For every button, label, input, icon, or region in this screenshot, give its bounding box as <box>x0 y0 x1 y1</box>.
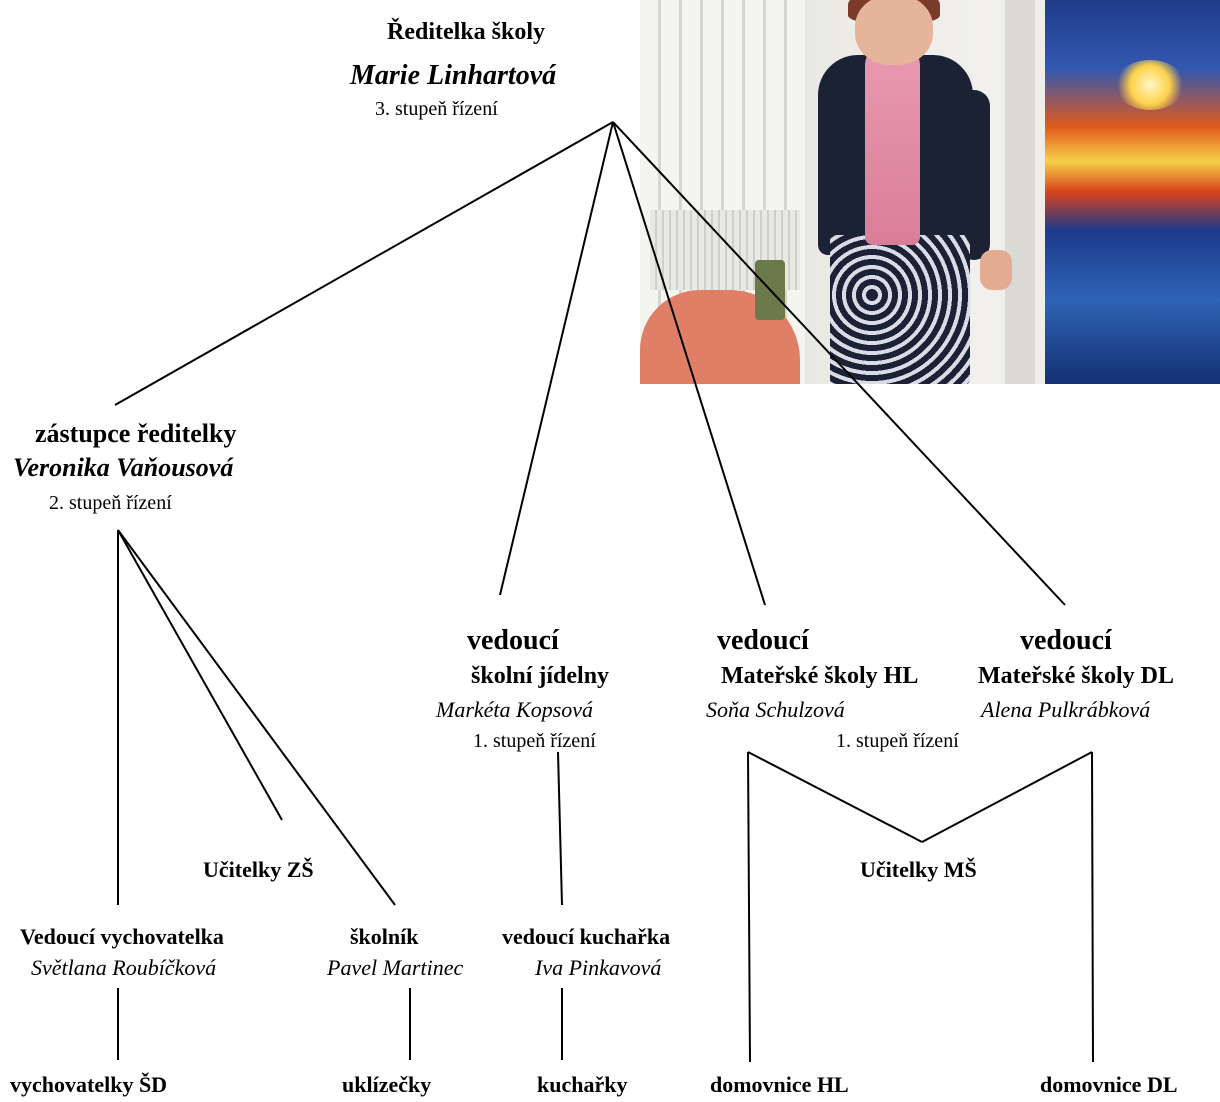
educators-sd: vychovatelky ŠD <box>10 1072 168 1097</box>
deputy-title: zástupce ředitelky <box>35 419 237 448</box>
pink-scarf <box>865 45 920 245</box>
ms-heads-level: 1. stupeň řízení <box>836 730 959 752</box>
connector-deputy-caretaker <box>117 529 396 906</box>
connector-canteen-head-cook <box>557 751 563 906</box>
person-arm <box>958 90 990 260</box>
director-title: Ředitelka školy <box>387 19 546 45</box>
deputy-level: 2. stupeň řízení <box>49 492 172 514</box>
connector-ms-hl-housekeepers <box>747 751 751 1063</box>
connector-director-deputy <box>114 121 614 406</box>
caretaker-name: Pavel Martinec <box>327 955 464 980</box>
connector-ms-dl-housekeepers <box>1091 751 1094 1063</box>
director-photo <box>640 0 1220 384</box>
ms-dl-head-subtitle: Mateřské školy DL <box>978 663 1174 689</box>
ms-dl-head-name: Alena Pulkrábková <box>981 697 1151 722</box>
ms-dl-head-title: vedoucí <box>1020 625 1112 656</box>
caretaker-title: školník <box>350 924 419 949</box>
deputy-name: Veronika Vaňousová <box>13 453 234 482</box>
housekeepers-hl: domovnice HL <box>710 1072 849 1097</box>
connector-ms-hl-teachers-ms <box>747 751 923 843</box>
cleaners: uklízečky <box>342 1072 432 1097</box>
canteen-head-level: 1. stupeň řízení <box>473 730 596 752</box>
ms-hl-head-name: Soňa Schulzová <box>706 697 845 722</box>
connector-director-ms-hl <box>612 121 766 606</box>
teachers-ms: Učitelky MŠ <box>860 857 977 882</box>
person-hand <box>980 250 1012 290</box>
housekeepers-dl: domovnice DL <box>1040 1072 1178 1097</box>
connector-director-canteen <box>499 121 614 596</box>
director-level: 3. stupeň řízení <box>375 98 498 120</box>
teachers-zs: Učitelky ZŠ <box>203 857 314 882</box>
head-cook-name: Iva Pinkavová <box>535 955 662 980</box>
head-cook-title: vedoucí kuchařka <box>502 924 671 949</box>
head-educator-name: Světlana Roubíčková <box>31 955 217 980</box>
connector-ms-dl-teachers-ms <box>921 751 1093 843</box>
ms-hl-head-title: vedoucí <box>717 625 809 656</box>
head-educator-title: Vedoucí vychovatelka <box>20 924 224 949</box>
director-name: Marie Linhartová <box>350 60 557 91</box>
connector-director-ms-dl <box>612 121 1066 606</box>
canteen-head-name: Markéta Kopsová <box>436 697 594 722</box>
painting-sun <box>1115 60 1185 110</box>
wall <box>1005 0 1035 384</box>
person-skirt <box>830 235 970 384</box>
connector-deputy-teachers-zs <box>117 529 283 821</box>
canteen-head-subtitle: školní jídelny <box>471 663 610 689</box>
person-head <box>855 0 933 65</box>
cooks: kuchařky <box>537 1072 628 1097</box>
ms-hl-head-subtitle: Mateřské školy HL <box>721 663 919 689</box>
canteen-head-title: vedoucí <box>467 625 559 656</box>
